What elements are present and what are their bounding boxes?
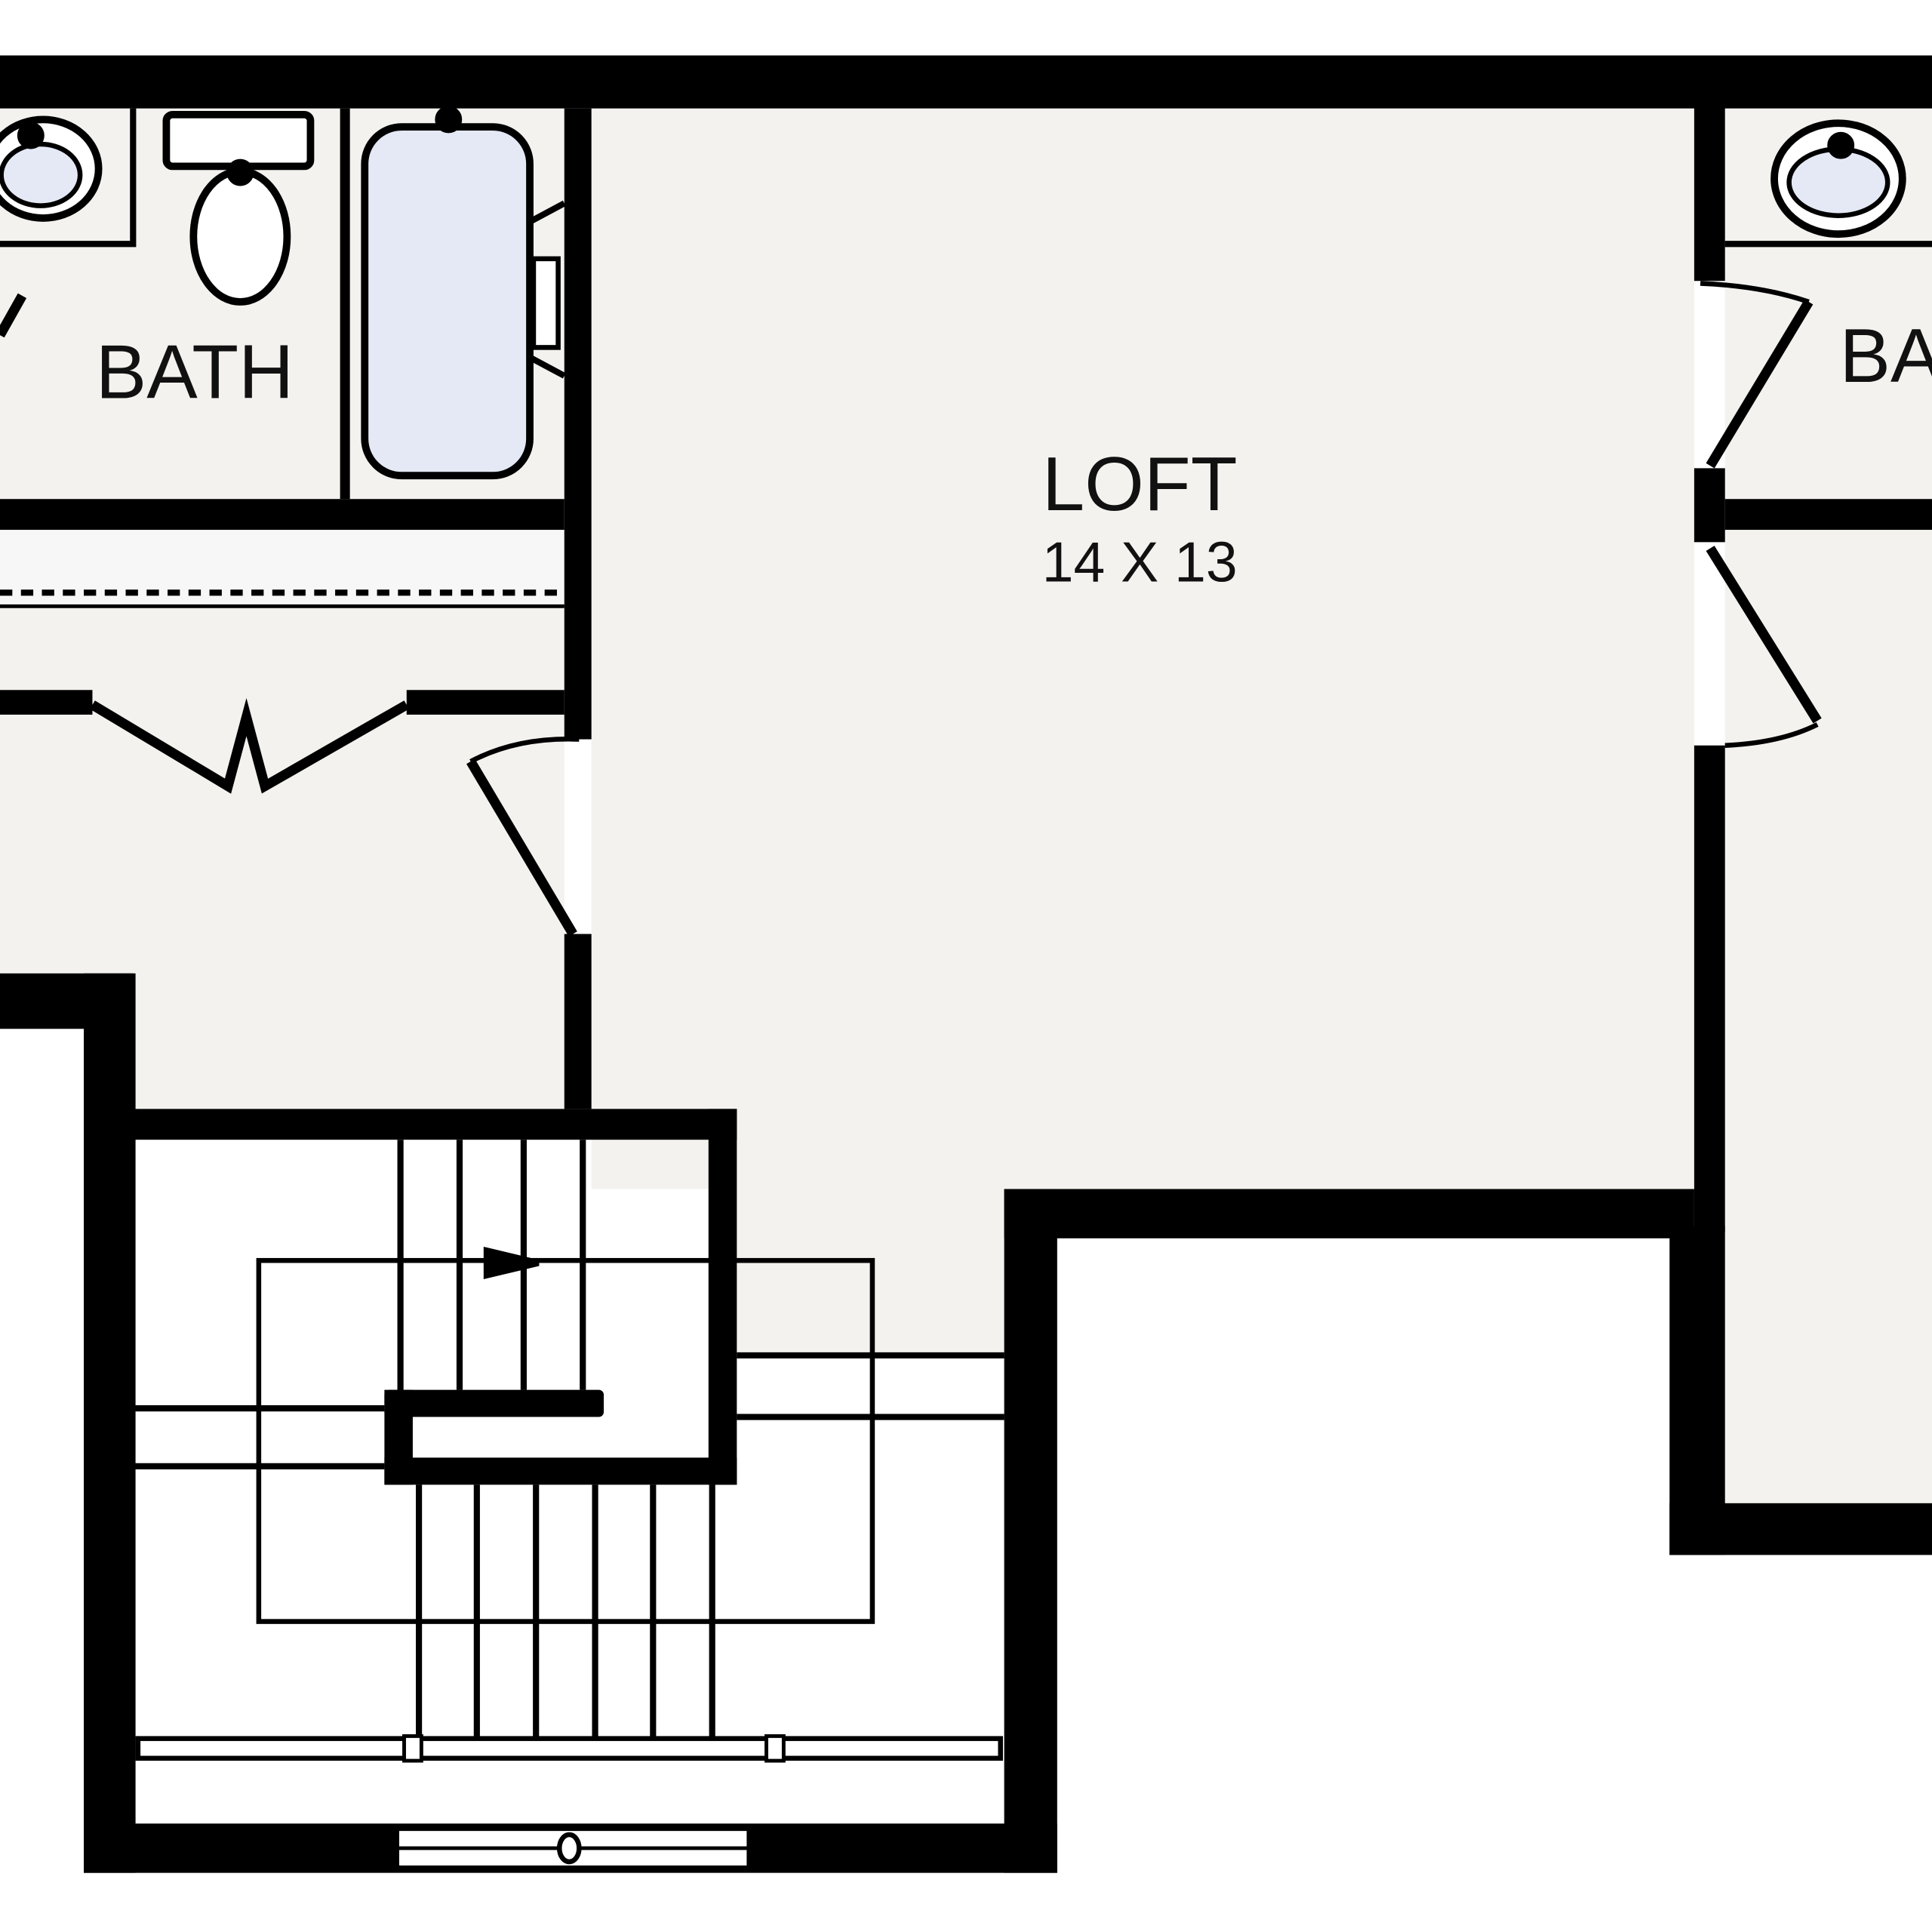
right-room-floor (1724, 530, 1932, 1503)
tub-faucet (528, 200, 566, 379)
right-room-door-swing (1724, 722, 1819, 749)
right-room-door (1706, 546, 1822, 724)
room-label-right-bath: BA (1840, 313, 1932, 398)
staircase (133, 1140, 1004, 1871)
railing (135, 1736, 1003, 1761)
fixtures (0, 106, 1906, 480)
partitions (0, 108, 1932, 608)
toilet-bowl (189, 168, 291, 306)
loft-door-swing (469, 737, 580, 764)
room-dimensions-loft: 14 X 13 (1042, 531, 1238, 594)
room-label-bath: BATH (96, 329, 294, 414)
bathtub (361, 123, 534, 480)
stair-arrow-icon (483, 1246, 540, 1279)
loft-floor (591, 108, 1694, 1189)
right-sink-basin (1786, 146, 1890, 218)
floor-areas (0, 108, 1932, 1503)
toilet-tank (162, 110, 315, 171)
closet-bifold-door (90, 697, 410, 794)
left-bath-door (0, 293, 27, 338)
right-bath-door-swing (1700, 281, 1810, 305)
right-bath-door (1706, 299, 1814, 469)
doors (0, 281, 1822, 937)
hall-floor-lower (133, 973, 565, 1109)
room-label-loft: LOFT (1042, 441, 1238, 527)
left-sink-basin (0, 141, 83, 208)
loft-door (466, 758, 577, 937)
